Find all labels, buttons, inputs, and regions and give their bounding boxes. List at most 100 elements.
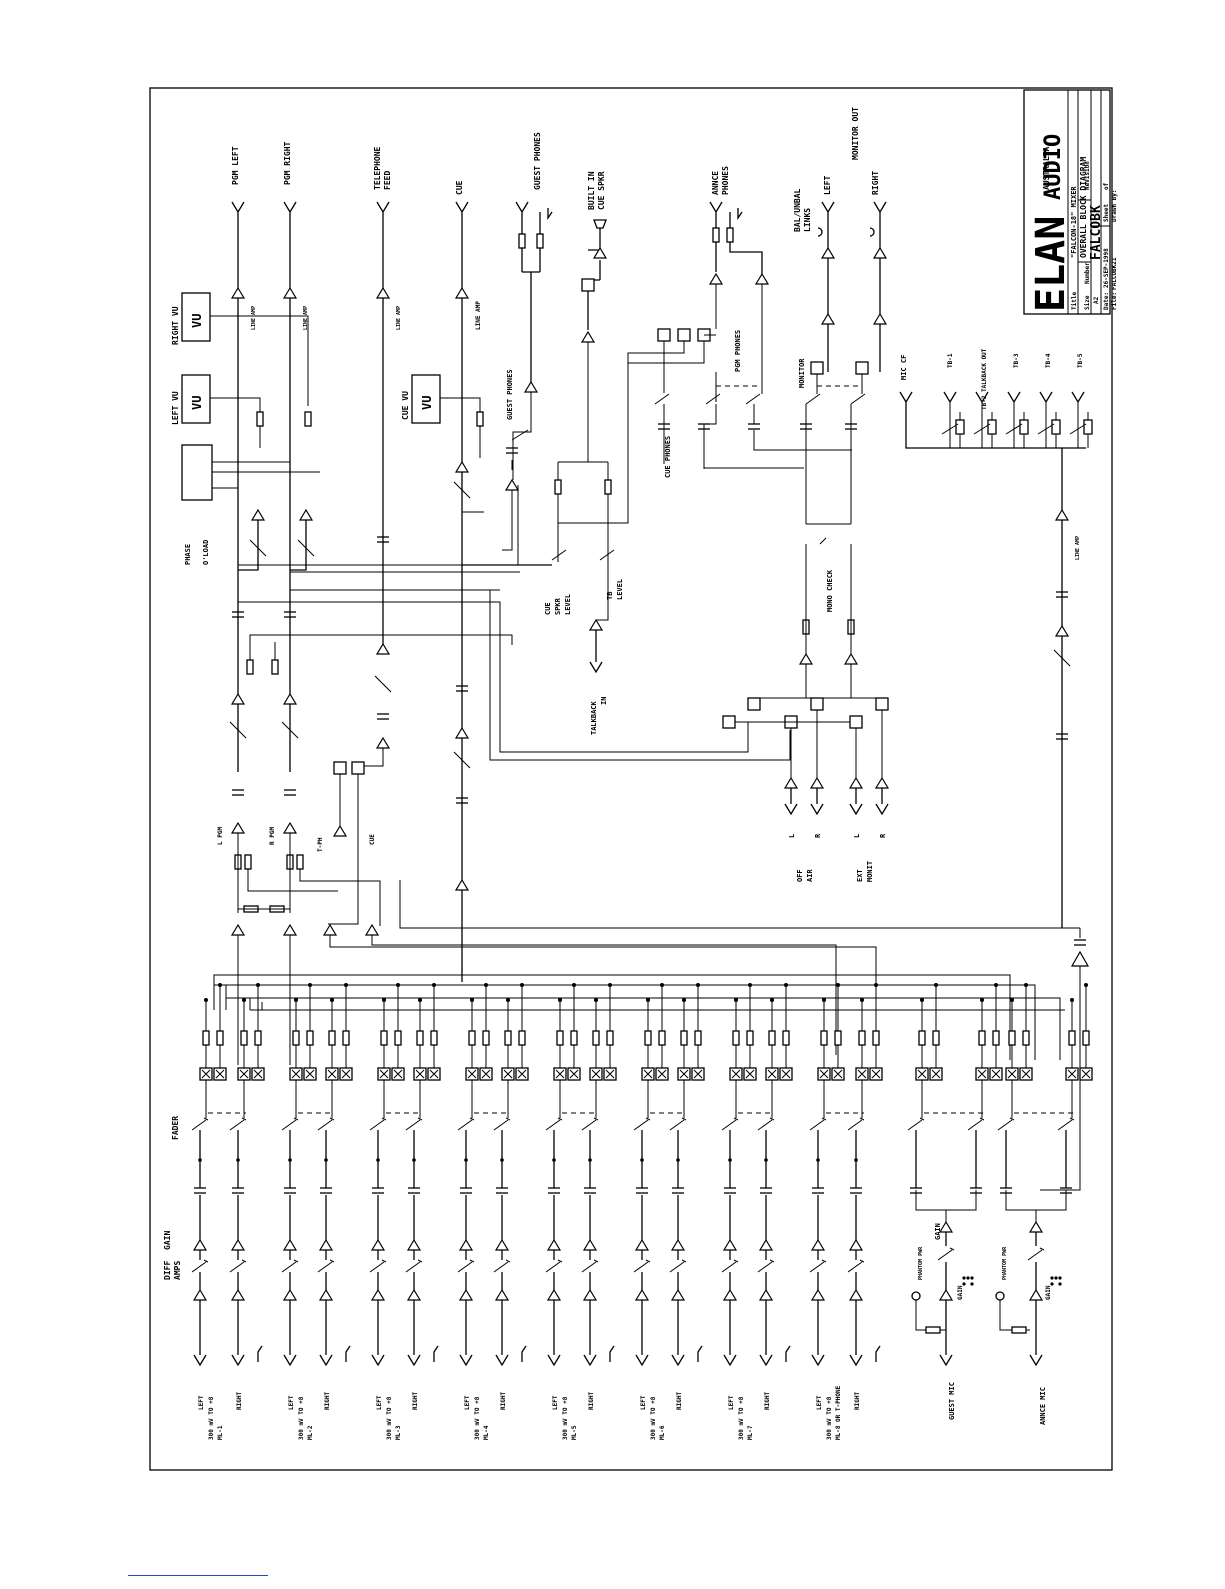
monitor-label: MONITOR: [798, 358, 806, 388]
ext-monit-2: MONIT: [866, 861, 874, 882]
channel-right-label: RIGHT: [764, 1392, 771, 1410]
channel-strip: [581, 983, 617, 1367]
sheet-label: Sheet: [1103, 204, 1110, 222]
channel-left-label: LEFT: [288, 1395, 295, 1410]
country: AUSTRALIA: [1042, 146, 1051, 190]
size-label: Size: [1084, 295, 1091, 310]
right-vu-meter: [181, 292, 211, 342]
phones-label: PHONES: [721, 166, 730, 195]
cue-phones-label: CUE PHONES: [664, 436, 672, 478]
sheet-value: of: [1103, 182, 1110, 190]
channel-left-label: LEFT: [728, 1395, 735, 1410]
channel-id-label: ML-8 OR T-PHONE: [835, 1385, 842, 1440]
pgm-phones-label: PGM PHONES: [734, 330, 742, 372]
talkback-in-2: IN: [600, 697, 608, 705]
links-label: LINKS: [803, 208, 812, 232]
channel-strip: [809, 983, 845, 1367]
drawing-border: [149, 87, 1113, 1471]
tb4-label: TB-4: [1045, 353, 1052, 368]
channel-strip: [997, 983, 1093, 1367]
ext-r: R: [879, 833, 887, 838]
channel-left-label: LEFT: [464, 1395, 471, 1410]
title-line1: "FALCON-18" MIXER: [1070, 186, 1078, 258]
channel-strip: [405, 983, 441, 1367]
monitor-left-label: LEFT: [823, 176, 832, 195]
channel-right-label: RIGHT: [588, 1392, 595, 1410]
off-air-1: OFF: [796, 869, 804, 882]
output-section: PGM LEFT LINE AMP PGM RIGHT LINE AMP TEL…: [230, 107, 888, 982]
line-amp-label: LINE AMP: [1075, 536, 1081, 560]
t-ph-label: T-PH: [317, 837, 324, 852]
cue-out-label: CUE: [455, 180, 464, 195]
title-block: ELAN AUDIO AUSTRALIA Title "FALCON-18" M…: [1023, 89, 1118, 315]
revision-label: Revision: [1084, 161, 1091, 190]
channel-range-label: 300 mV TO +8: [738, 1396, 745, 1440]
vu-face: VU: [420, 396, 434, 410]
date-label: Date:: [1103, 292, 1110, 310]
tb-level-2: LEVEL: [616, 579, 624, 600]
channel-strip: [721, 983, 757, 1367]
tb3-label: TB-3: [1013, 353, 1020, 368]
phase-label: PHASE: [184, 544, 192, 565]
cue-bus-label: CUE: [369, 834, 376, 845]
channel-strip: [457, 983, 493, 1367]
line-amp-label: LINE AMP: [396, 306, 402, 330]
pgm-right-label: PGM RIGHT: [283, 141, 292, 185]
monitor-right-label: RIGHT: [871, 171, 880, 195]
mic-channels: PHANTOM PWR GAIN GAIN PHANTOM PWR GAIN G…: [911, 1223, 1062, 1425]
channel-strip: [847, 983, 883, 1367]
pgm-left-label: PGM LEFT: [231, 146, 240, 185]
phantom-pwr-guest: PHANTOM PWR: [918, 1246, 924, 1280]
channel-strip: [633, 983, 669, 1367]
phantom-pwr-annce: PHANTOM PWR: [1002, 1246, 1008, 1280]
cue-spkr-label: CUE SPKR: [597, 171, 606, 210]
tb1-label: TB-1: [947, 353, 954, 368]
main-buses: [213, 974, 1065, 1060]
file-value: FALCOBK21: [1111, 257, 1118, 290]
r-pgm-label: R PGM: [269, 827, 276, 845]
channel-right-label: RIGHT: [500, 1392, 507, 1410]
channel-id-label: ML-5: [571, 1425, 578, 1440]
oload-label: O'LOAD: [202, 540, 210, 565]
channel-right-label: RIGHT: [854, 1392, 861, 1410]
meters: LEFT VU VU RIGHT VU VU CUE VU VU PHASE O…: [171, 292, 484, 565]
diff-amps-label-2: AMPS: [173, 1261, 182, 1280]
off-r: R: [814, 833, 822, 838]
bal-unbal-label: BAL/UNBAL: [793, 188, 802, 232]
size-value: A2: [1093, 296, 1100, 304]
channel-strip: [757, 983, 793, 1367]
channel-strips: [191, 983, 1093, 1367]
built-in-label: BUILT IN: [587, 171, 596, 210]
left-vu-meter: [181, 374, 211, 424]
channel-strip: [281, 983, 317, 1367]
diff-amps-label-1: DIFF: [163, 1261, 172, 1280]
channel-strip: [669, 983, 705, 1367]
left-vu-label: LEFT VU: [171, 391, 180, 425]
annce-mic-label: ANNCE MIC: [1039, 1387, 1047, 1425]
l-pgm-label: L PGM: [217, 827, 224, 845]
channel-id-label: ML-3: [395, 1425, 402, 1440]
cue-spkr-level-3: LEVEL: [564, 594, 572, 615]
channel-range-label: 300 mV TO +8: [208, 1396, 215, 1440]
routing-network: L PGM R PGM: [217, 284, 1093, 1191]
gain-guest: GAIN: [957, 1285, 964, 1300]
talkback-in-1: TALKBACK: [590, 700, 598, 735]
channel-left-label: LEFT: [552, 1395, 559, 1410]
logo-text: ELAN: [1028, 216, 1074, 312]
line-amp-label: LINE AMP: [251, 306, 257, 330]
channel-id-label: ML-4: [483, 1425, 490, 1440]
off-air-2: AIR: [806, 869, 814, 882]
channel-strip: [229, 983, 265, 1367]
channel-range-label: 300 mV TO +8: [650, 1396, 657, 1440]
vu-face: VU: [190, 314, 204, 328]
channel-strip: [493, 983, 529, 1367]
channel-strip: [545, 983, 581, 1367]
channel-range-label: 300 mV TO +8: [562, 1396, 569, 1440]
title-label: Title: [1071, 292, 1078, 310]
title-line2: OVERALL BLOCK DIAGRAM: [1079, 157, 1088, 258]
channel-range-label: 300 mV TO +8: [386, 1396, 393, 1440]
channel-id-label: ML-2: [307, 1425, 314, 1440]
number-label: Number: [1084, 262, 1091, 284]
tb2-label: TB-2 TALKBACK OUT: [981, 348, 988, 410]
